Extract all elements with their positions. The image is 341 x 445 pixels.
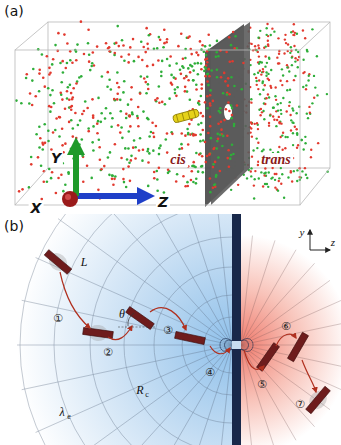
step-number: ② <box>103 347 113 358</box>
axis-label: z <box>331 237 335 248</box>
axis-label: y <box>300 227 305 238</box>
angle-symbol: θ <box>119 308 125 320</box>
length-symbol: λ <box>59 406 64 418</box>
radius-symbol: R <box>136 384 143 396</box>
subscript: c <box>145 391 149 399</box>
panel-label: (a) <box>4 4 24 18</box>
axis-label: Z <box>156 195 170 209</box>
region-label: cis <box>168 153 188 167</box>
subscript: e <box>67 413 71 421</box>
length-symbol: L <box>81 256 88 268</box>
step-number: ③ <box>163 325 173 336</box>
axis-label: X <box>29 201 44 215</box>
step-number: ④ <box>205 367 215 378</box>
region-label: trans <box>259 153 293 167</box>
axis-label: Y <box>49 151 63 165</box>
panel-label: (b) <box>4 219 24 233</box>
step-number: ① <box>53 313 63 324</box>
step-number: ⑤ <box>257 379 267 390</box>
step-number: ⑥ <box>281 321 291 332</box>
step-number: ⑦ <box>295 399 305 410</box>
